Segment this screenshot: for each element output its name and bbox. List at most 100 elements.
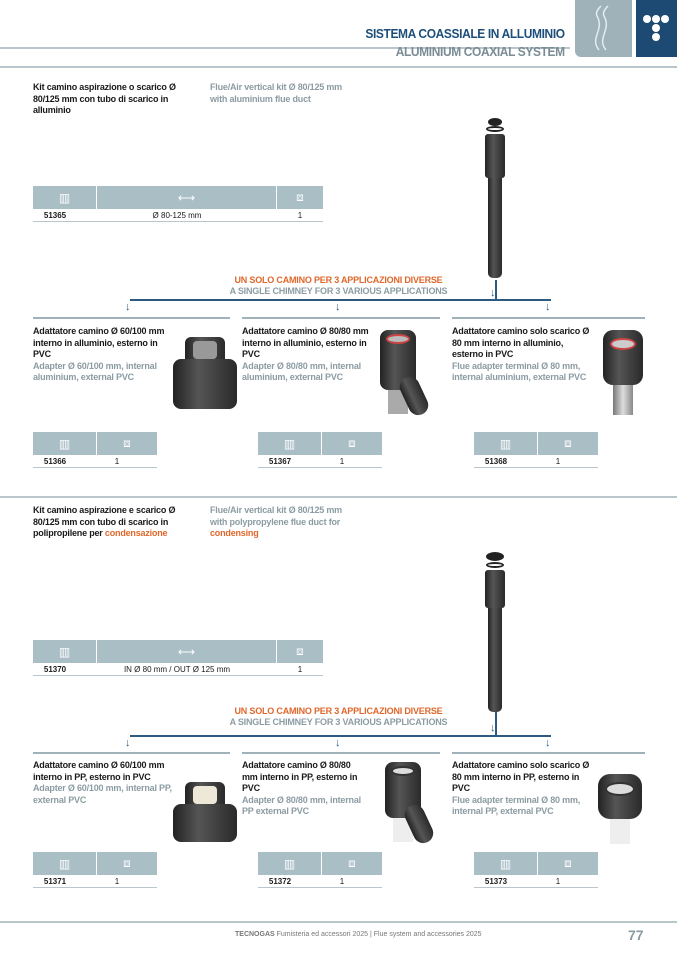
tecnogas-logo-icon: [636, 0, 677, 57]
product-title-en: Adapter Ø 80/80 mm, internal PP external…: [242, 794, 361, 817]
adapter-image: [173, 337, 237, 409]
page-title: SISTEMA COASSIALE IN ALLUMINIO: [365, 26, 566, 41]
product-qty: 1: [555, 876, 561, 886]
arrow-down-icon: ↓: [545, 301, 551, 313]
product-size: IN Ø 80 mm / OUT Ø 125 mm: [123, 664, 231, 674]
section-divider: [0, 66, 677, 68]
column-divider: [242, 752, 440, 754]
table-row: 51366 1: [33, 455, 157, 468]
product-table: ▥ ⧈ 51371 1: [33, 852, 157, 888]
chimney-kit-image: [483, 552, 507, 712]
product-1-desc: Adattatore camino Ø 60/100 mm interno in…: [33, 760, 181, 806]
product-code: 51371: [43, 876, 67, 886]
product-qty: 1: [297, 210, 303, 220]
product-qty: 1: [339, 456, 345, 466]
product-code: 51370: [43, 664, 67, 674]
open-box-icon: ⧈: [296, 190, 304, 204]
product-table: ▥ ⧈ 51372 1: [258, 852, 382, 888]
product-title-en: Flue adapter terminal Ø 80 mm, internal …: [452, 794, 581, 817]
column-divider: [452, 752, 645, 754]
adapter-image: [385, 762, 437, 847]
product-3-desc: Adattatore camino solo scarico Ø 80 mm i…: [452, 326, 594, 384]
product-2-desc: Adattatore camino Ø 80/80 mm interno in …: [242, 326, 372, 384]
arrow-down-icon: ↓: [490, 287, 496, 299]
kit-title-en: Flue/Air vertical kit Ø 80/125 mm with p…: [210, 505, 360, 540]
open-box-icon: ⧈: [123, 856, 131, 870]
footer-rule: [0, 921, 677, 923]
arrow-down-icon: ↓: [490, 722, 496, 734]
product-qty: 1: [114, 876, 120, 886]
column-divider: [242, 317, 440, 319]
kit-title-text: Kit camino aspirazione e scarico Ø 80/12…: [33, 505, 176, 538]
barcode-search-icon: ▥: [258, 852, 322, 875]
barcode-search-icon: ▥: [33, 640, 97, 663]
measure-ruler-icon: ⟷: [97, 186, 277, 209]
product-qty: 1: [297, 664, 303, 674]
table-row: 51372 1: [258, 875, 382, 888]
product-title-it: Adattatore camino solo scarico Ø 80 mm i…: [452, 326, 590, 359]
message-it: UN SOLO CAMINO PER 3 APPLICAZIONI DIVERS…: [234, 275, 443, 285]
product-title-it: Adattatore camino Ø 80/80 mm interno in …: [242, 326, 369, 359]
arrow-down-icon: ↓: [125, 301, 131, 313]
table-row: 51371 1: [33, 875, 157, 888]
page-number: 77: [628, 927, 644, 943]
arrow-down-icon: ↓: [335, 301, 341, 313]
adapter-image: [380, 330, 432, 419]
column-divider: [33, 317, 230, 319]
kit-title-highlight: condensing: [210, 528, 259, 538]
kit-title-highlight: condensazione: [104, 528, 168, 538]
product-code: 51366: [43, 456, 67, 466]
arrow-down-icon: ↓: [125, 737, 131, 749]
branch-line: [130, 299, 551, 301]
footer-brand: TECNOGAS: [235, 931, 275, 938]
product-code: 51372: [268, 876, 292, 886]
product-1-desc: Adattatore camino Ø 60/100 mm interno in…: [33, 326, 173, 384]
kit-title-it: Kit camino aspirazione o scarico Ø 80/12…: [33, 82, 176, 115]
smoke-icon: [575, 0, 632, 57]
open-box-icon: ⧈: [564, 436, 572, 450]
chimney-kit-image: [483, 118, 507, 278]
section-divider: [0, 496, 677, 498]
barcode-search-icon: ▥: [33, 186, 97, 209]
product-title-it: Adattatore camino solo scarico Ø 80 mm i…: [452, 760, 590, 793]
product-title-en: Flue adapter terminal Ø 80 mm, internal …: [452, 360, 587, 383]
adapter-image: [173, 782, 237, 842]
footer-text: TECNOGAS Fumisteria ed accessori 2025 | …: [235, 931, 482, 938]
adapter-image: [598, 774, 642, 844]
product-title-it: Adattatore camino Ø 60/100 mm interno in…: [33, 760, 165, 782]
page-subtitle: ALUMINIUM COAXIAL SYSTEM: [395, 44, 565, 59]
kit-title-en: Flue/Air vertical kit Ø 80/125 mm with a…: [210, 82, 342, 104]
branch-line: [130, 735, 551, 737]
product-title-it: Adattatore camino Ø 60/100 mm interno in…: [33, 326, 165, 359]
open-box-icon: ⧈: [564, 856, 572, 870]
product-3-desc: Adattatore camino solo scarico Ø 80 mm i…: [452, 760, 594, 818]
message-it: UN SOLO CAMINO PER 3 APPLICAZIONI DIVERS…: [234, 706, 443, 716]
product-code: 51365: [43, 210, 67, 220]
barcode-search-icon: ▥: [33, 852, 97, 875]
product-title-en: Adapter Ø 60/100 mm, internal aluminium,…: [33, 360, 157, 383]
kit-title-it: Kit camino aspirazione e scarico Ø 80/12…: [33, 505, 193, 540]
product-2-desc: Adattatore camino Ø 80/80 mm interno in …: [242, 760, 367, 818]
product-code: 51373: [484, 876, 508, 886]
product-title-it: Adattatore camino Ø 80/80 mm interno in …: [242, 760, 358, 793]
column-divider: [452, 317, 645, 319]
product-code: 51368: [484, 456, 508, 466]
column-divider: [33, 752, 230, 754]
arrow-down-icon: ↓: [545, 737, 551, 749]
barcode-search-icon: ▥: [33, 432, 97, 455]
open-box-icon: ⧈: [348, 856, 356, 870]
table-row: 51373 1: [474, 875, 598, 888]
product-qty: 1: [339, 876, 345, 886]
footer-caption: Fumisteria ed accessori 2025 | Flue syst…: [274, 931, 482, 938]
product-qty: 1: [114, 456, 120, 466]
product-table: ▥ ⧈ 51366 1: [33, 432, 157, 468]
open-box-icon: ⧈: [123, 436, 131, 450]
branch-stem: [495, 280, 497, 299]
